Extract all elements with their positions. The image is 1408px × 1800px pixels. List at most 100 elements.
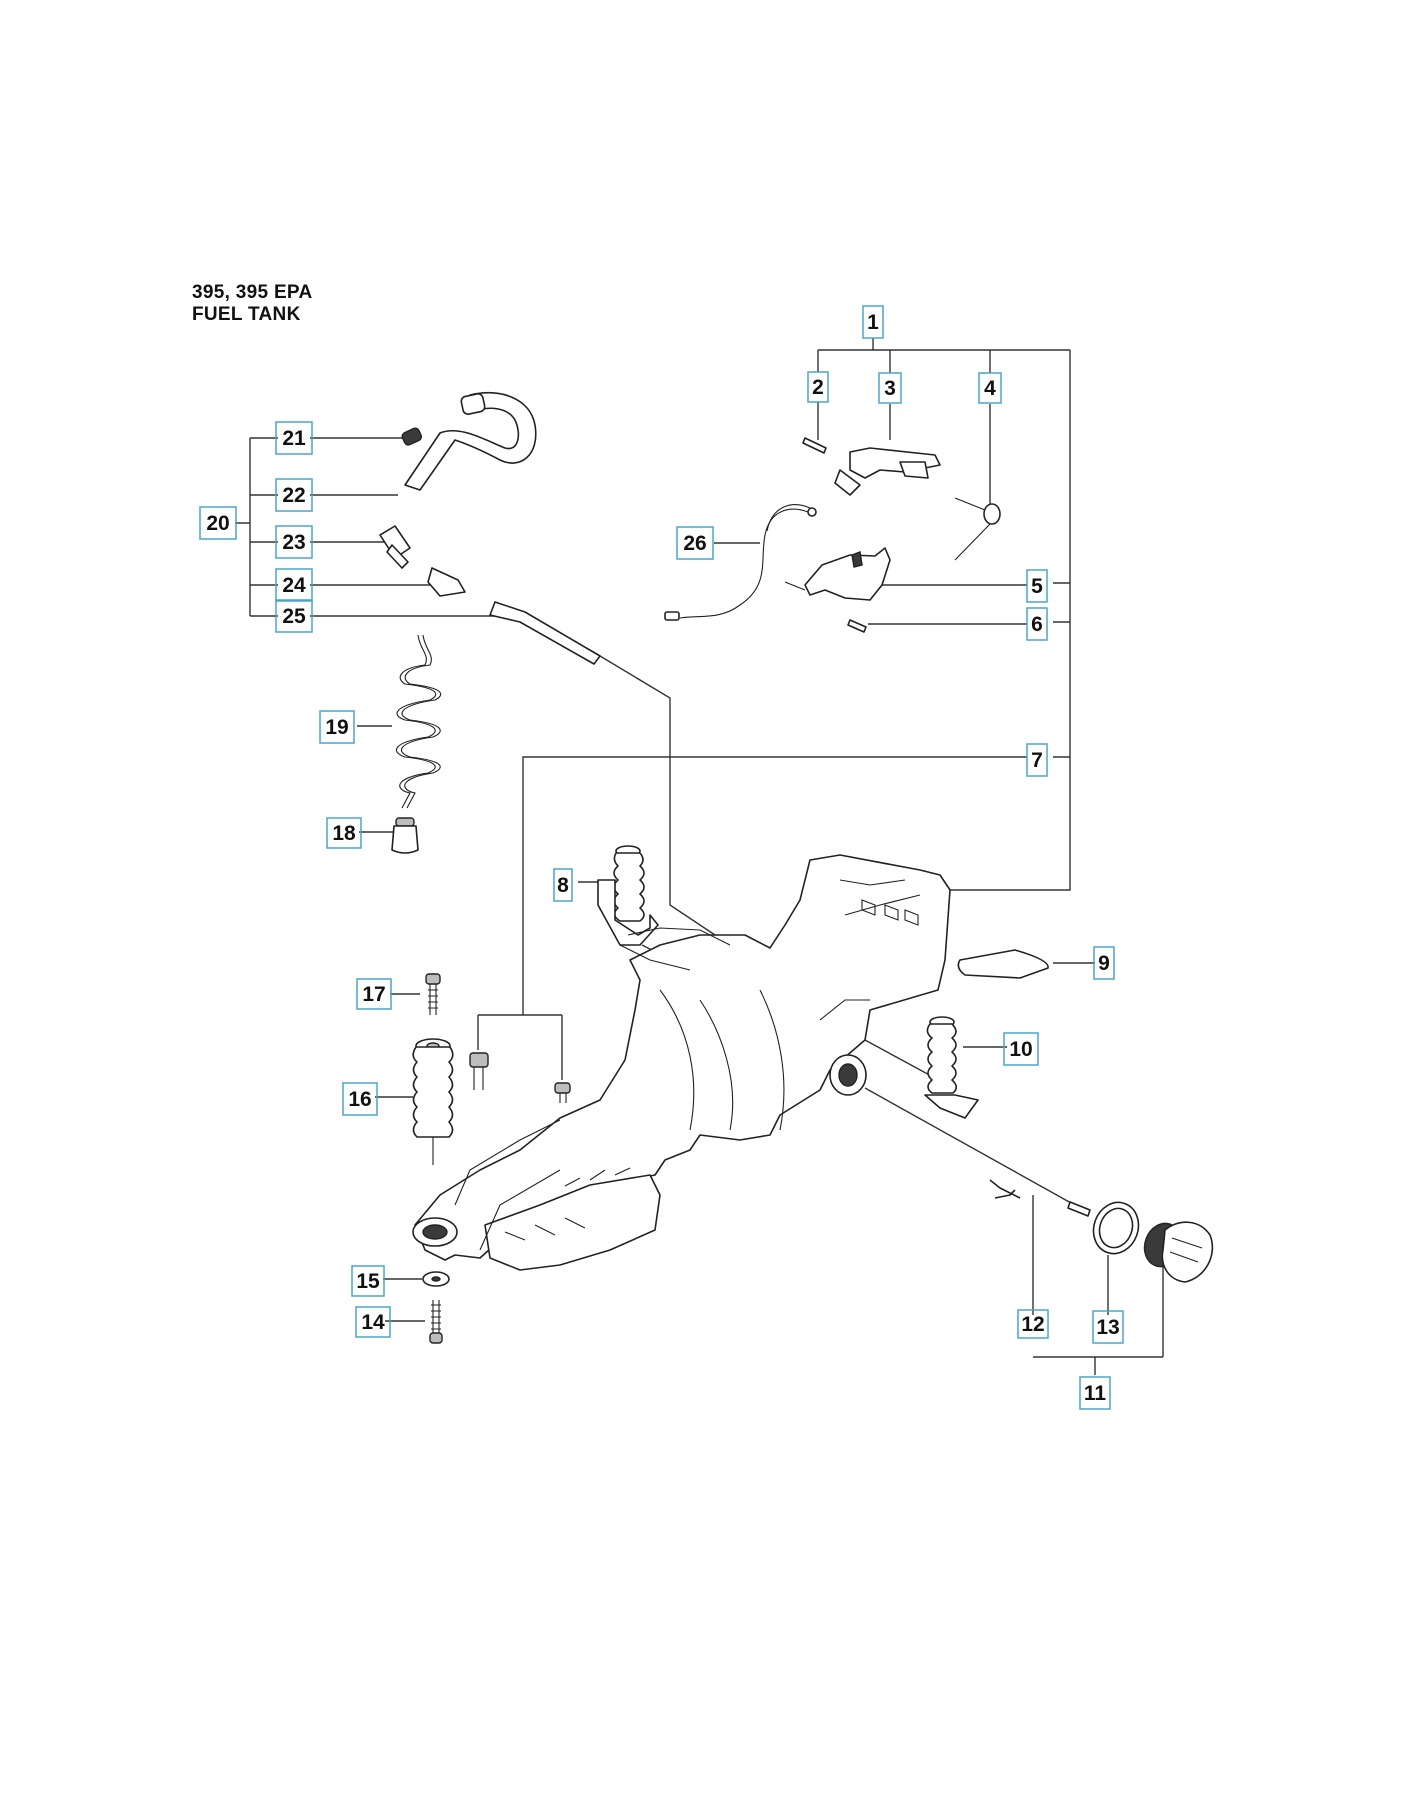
callout-2: 2 [807, 371, 829, 403]
callout-5: 5 [1026, 569, 1048, 603]
callout-number: 6 [1031, 613, 1043, 636]
callout-number: 4 [984, 377, 996, 400]
callout-25: 25 [275, 599, 313, 633]
throttle-trigger-parts [802, 437, 941, 496]
washer-15 [422, 1271, 450, 1287]
callout-number: 15 [356, 1270, 380, 1293]
callout-number: 21 [282, 427, 306, 450]
fuel-breather [989, 1179, 1091, 1217]
fuel-cap [1143, 1221, 1214, 1283]
callout-16: 16 [342, 1082, 378, 1116]
callout-number: 19 [325, 716, 348, 739]
av-element-rear [597, 845, 659, 946]
fuel-hose-assembly [379, 392, 601, 665]
callout-box [862, 305, 884, 339]
callout-box [1026, 743, 1048, 777]
callout-12: 12 [1017, 1309, 1049, 1339]
callout-box [1079, 1376, 1111, 1410]
callout-box [878, 372, 902, 404]
callout-18: 18 [326, 817, 362, 849]
callout-box [1017, 1309, 1049, 1339]
throttle-cable [664, 504, 817, 621]
callout-number: 17 [362, 983, 385, 1006]
callout-number: 22 [282, 484, 305, 507]
callout-26: 26 [676, 526, 714, 560]
callout-number: 20 [206, 512, 229, 535]
callout-box [1026, 607, 1048, 641]
callout-number: 11 [1084, 1382, 1107, 1405]
throttle-trigger [784, 547, 891, 633]
callout-box [275, 599, 313, 633]
callout-24: 24 [275, 568, 313, 602]
av-element-front [924, 1016, 979, 1119]
screw-14 [429, 1300, 443, 1344]
callout-number: 23 [282, 531, 305, 554]
callout-box [326, 817, 362, 849]
callout-number: 25 [282, 605, 306, 628]
callout-number: 7 [1031, 749, 1043, 772]
callout-7: 7 [1026, 743, 1048, 777]
torsion-spring [954, 497, 1001, 561]
callout-1: 1 [862, 305, 884, 339]
callout-number: 13 [1096, 1316, 1119, 1339]
callout-9: 9 [1093, 946, 1115, 980]
screw-17 [425, 973, 441, 1015]
leader-lines [235, 338, 1164, 1375]
callout-box [978, 372, 1002, 404]
tank-screws [469, 1052, 571, 1103]
callout-3: 3 [878, 372, 902, 404]
callout-23: 23 [275, 525, 313, 559]
callout-13: 13 [1092, 1310, 1124, 1344]
fuel-tank-body [412, 854, 951, 1271]
fuel-cap-seal [1092, 1201, 1140, 1255]
callout-15: 15 [351, 1265, 385, 1297]
callout-19: 19 [319, 710, 355, 744]
callout-box [275, 478, 313, 512]
callout-box [676, 526, 714, 560]
callout-11: 11 [1079, 1376, 1111, 1410]
callout-box [1026, 569, 1048, 603]
handle-pad [957, 949, 1049, 979]
callout-number: 3 [884, 377, 896, 400]
callout-box [351, 1265, 385, 1297]
callout-6: 6 [1026, 607, 1048, 641]
callout-22: 22 [275, 478, 313, 512]
callout-box [342, 1082, 378, 1116]
callout-box [199, 506, 237, 540]
callout-8: 8 [553, 868, 573, 902]
section-title: FUEL TANK [192, 304, 301, 325]
model-title: 395, 395 EPA [192, 282, 313, 303]
callout-number: 16 [348, 1088, 371, 1111]
callout-number: 14 [361, 1311, 385, 1334]
callout-number: 1 [867, 311, 879, 334]
callout-number: 12 [1021, 1313, 1044, 1336]
callout-number: 24 [282, 574, 306, 597]
callout-number: 26 [683, 532, 706, 555]
callout-box [553, 868, 573, 902]
callout-box [1093, 946, 1115, 980]
callout-number: 10 [1009, 1038, 1032, 1061]
fuel-line-coil [395, 634, 442, 809]
callout-box [275, 525, 313, 559]
callout-number: 18 [332, 822, 356, 845]
callout-box [356, 978, 392, 1010]
callout-17: 17 [356, 978, 392, 1010]
callout-10: 10 [1003, 1032, 1039, 1066]
callout-number: 8 [557, 874, 569, 897]
callout-box [807, 371, 829, 403]
callout-box [319, 710, 355, 744]
callout-box [275, 421, 313, 455]
callout-number: 9 [1098, 952, 1110, 975]
callout-box [1003, 1032, 1039, 1066]
fuel-filter [391, 817, 419, 854]
callout-box [1092, 1310, 1124, 1344]
callout-20: 20 [199, 506, 237, 540]
callout-number: 5 [1031, 575, 1043, 598]
callout-box [355, 1306, 391, 1338]
callout-number: 2 [812, 376, 824, 399]
callout-21: 21 [275, 421, 313, 455]
av-element-16 [412, 1038, 454, 1165]
callout-14: 14 [355, 1306, 391, 1338]
